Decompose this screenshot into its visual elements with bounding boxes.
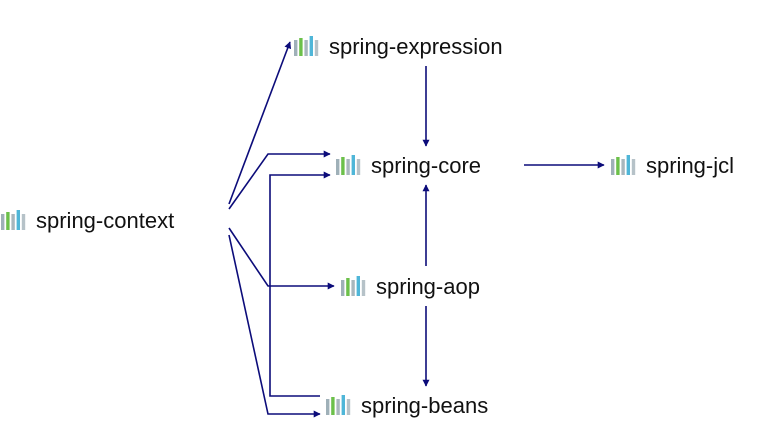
node-label: spring-aop (376, 274, 480, 299)
library-icon (325, 395, 353, 417)
edge-context-aop (228, 227, 335, 290)
library-icon-bar (621, 159, 625, 175)
library-icon-bar (616, 157, 620, 175)
library-icon-bar (356, 159, 361, 175)
library-icon-bar (304, 40, 308, 56)
library-icon-bar (309, 36, 313, 56)
library-icon-bar (341, 395, 345, 415)
node-spring-aop[interactable]: spring-aop (340, 274, 480, 300)
library-icon-bar (361, 280, 366, 296)
node-label: spring-beans (361, 393, 489, 418)
library-icon-bar (346, 159, 350, 175)
node-label: spring-core (371, 153, 482, 178)
library-icon (610, 155, 638, 177)
library-icon (340, 276, 368, 298)
library-icon-bar (356, 276, 360, 296)
edge-context-expression (228, 41, 292, 205)
node-spring-expression[interactable]: spring-expression (293, 34, 503, 60)
library-icon-graphic (1, 210, 26, 230)
node-label: spring-context (36, 208, 175, 233)
library-icon-bar (11, 214, 15, 230)
library-icon-bar (336, 399, 340, 415)
node-label: spring-jcl (646, 153, 735, 178)
library-icon-graphic (611, 155, 636, 175)
library-icon-bar (294, 40, 298, 56)
library-icon-bar (314, 40, 319, 56)
library-icon-bar (16, 210, 20, 230)
library-icon-bar (341, 280, 345, 296)
node-label: spring-expression (329, 34, 503, 59)
node-spring-jcl[interactable]: spring-jcl (610, 153, 734, 179)
library-icon-bar (631, 159, 636, 175)
library-icon-bar (351, 280, 355, 296)
library-icon-bar (336, 159, 340, 175)
library-icon-bar (611, 159, 615, 175)
library-icon-bar (351, 155, 355, 175)
library-icon (335, 155, 363, 177)
library-icon (293, 36, 321, 58)
library-icon-bar (331, 397, 335, 415)
node-spring-beans[interactable]: spring-beans (325, 393, 488, 419)
library-icon-bar (21, 214, 26, 230)
library-icon-graphic (294, 36, 319, 56)
library-icon-bar (6, 212, 10, 230)
library-icon-bar (1, 214, 5, 230)
node-spring-core[interactable]: spring-core (335, 153, 481, 179)
library-icon-bar (341, 157, 345, 175)
library-icon-graphic (341, 276, 366, 296)
library-icon-bar (299, 38, 303, 56)
library-icon-graphic (326, 395, 351, 415)
library-icon-bar (346, 399, 351, 415)
edge-context-core (228, 150, 331, 210)
edge-beans-core (269, 171, 331, 397)
library-icon-bar (326, 399, 330, 415)
library-icon-bar (626, 155, 630, 175)
library-icon-graphic (336, 155, 361, 175)
node-spring-context[interactable]: spring-context (0, 208, 174, 234)
library-icon (0, 210, 28, 232)
library-icon-bar (346, 278, 350, 296)
edge-context-beans (228, 234, 321, 418)
